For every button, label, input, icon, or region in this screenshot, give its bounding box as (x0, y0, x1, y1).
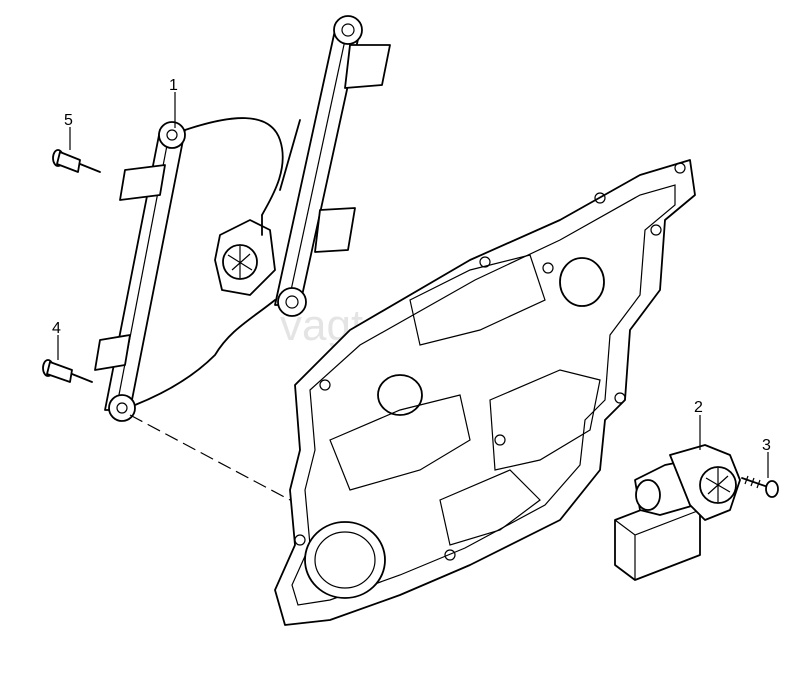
callout-3: 3 (762, 437, 771, 454)
window-motor (614, 444, 741, 581)
door-panel (274, 159, 696, 626)
callout-4: 4 (52, 320, 61, 337)
screw (741, 475, 779, 498)
callout-5: 5 (64, 112, 73, 129)
callout-2: 2 (694, 399, 703, 416)
callout-1: 1 (169, 77, 178, 94)
alignment-line (129, 414, 291, 501)
rivet-5 (52, 149, 101, 173)
rivet-4 (42, 359, 93, 383)
window-regulator (94, 15, 391, 422)
